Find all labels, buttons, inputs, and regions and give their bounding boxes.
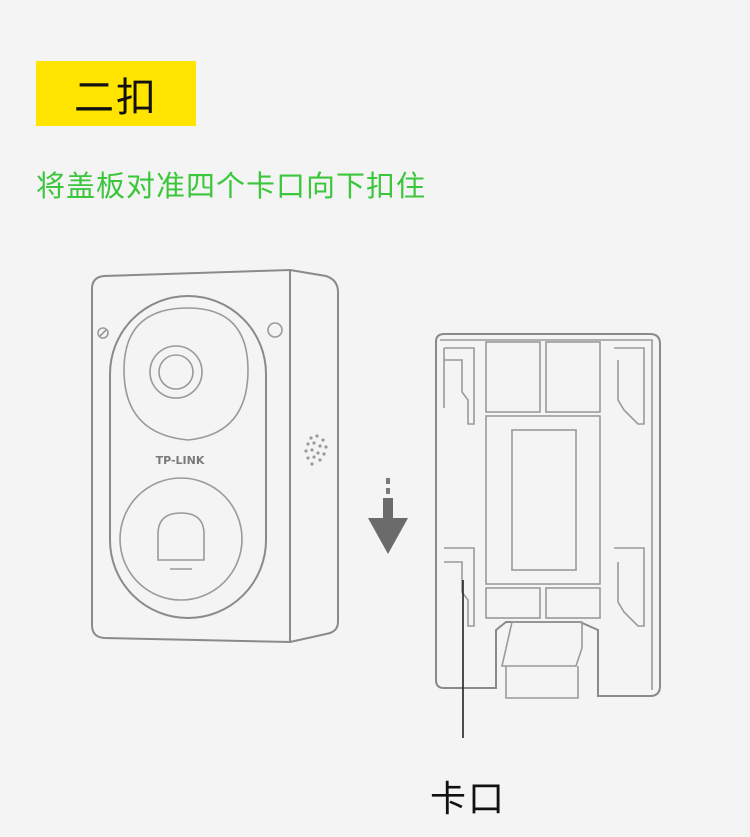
step-badge: 二扣 — [36, 61, 196, 126]
mounting-plate-illustration — [435, 333, 661, 699]
down-arrow-icon — [368, 478, 408, 554]
doorbell-illustration: TP-LINK — [91, 268, 339, 644]
camera-lens-icon — [149, 345, 203, 399]
step-label: 二扣 — [74, 74, 158, 121]
speaker-grille-icon — [304, 434, 328, 466]
brand-logo: TP-LINK — [156, 454, 205, 467]
screw-icon — [97, 327, 109, 339]
callout-label: 卡口 — [430, 779, 507, 820]
sensor-icon — [267, 322, 283, 338]
instruction-text: 将盖板对准四个卡口向下扣住 — [36, 169, 427, 203]
bell-button-icon — [157, 512, 205, 570]
